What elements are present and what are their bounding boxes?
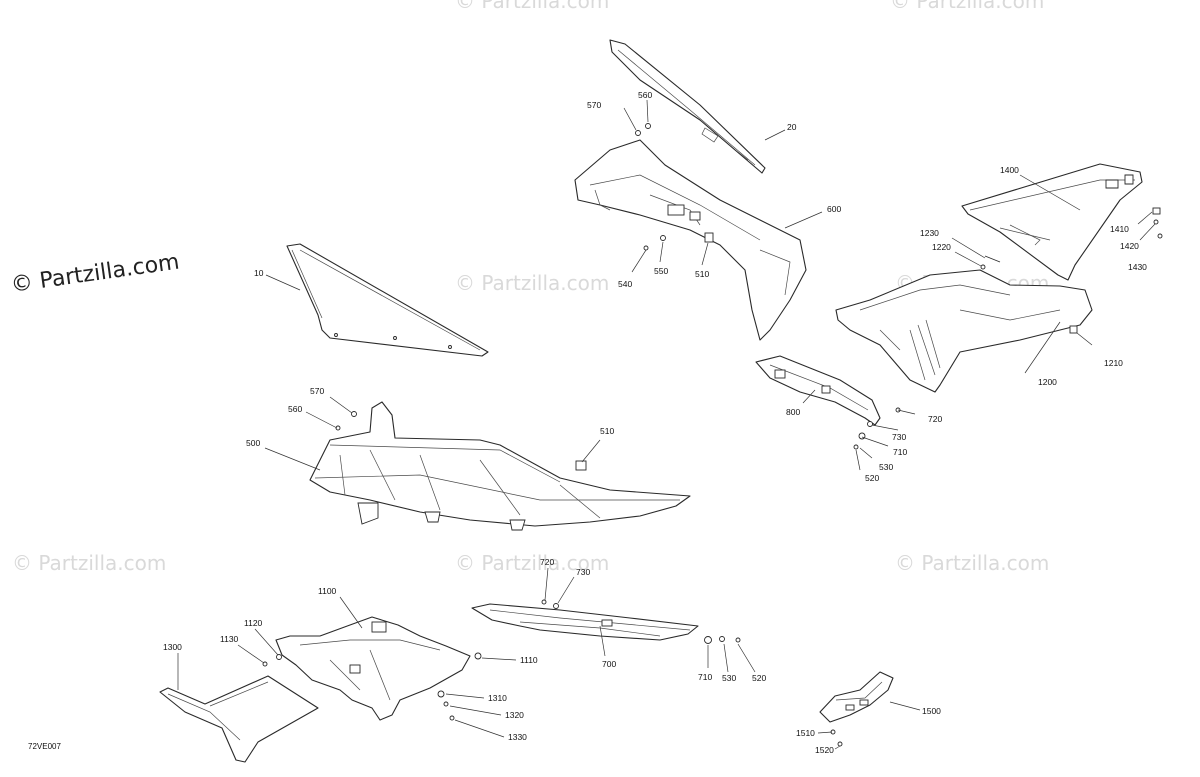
callout-labels: 20 560 570 600 540 550 510 10 1400 1230 … (163, 90, 1147, 755)
callout-520: 520 (752, 673, 766, 683)
callout-600: 600 (827, 204, 841, 214)
callout-1510: 1510 (796, 728, 815, 738)
callout-520: 520 (865, 473, 879, 483)
diagram-code: 72VE007 (28, 742, 61, 751)
callout-1110: 1110 (520, 655, 538, 665)
callout-1120: 1120 (244, 618, 263, 628)
callout-730: 730 (576, 567, 590, 577)
brand-label: © Partzilla.com (9, 250, 181, 298)
part-1300-lower-corner-panel (159, 675, 319, 763)
callout-570: 570 (310, 386, 324, 396)
callout-1210: 1210 (1104, 358, 1123, 368)
callout-700: 700 (602, 659, 616, 669)
watermark: © Partzilla.com (12, 551, 166, 575)
callout-530: 530 (879, 462, 893, 472)
callout-510: 510 (695, 269, 709, 279)
callout-20: 20 (787, 122, 797, 132)
part-700-lower-trim-panel (471, 603, 699, 641)
part-1200-rear-center-panel (835, 269, 1093, 393)
part-20-upper-trim (609, 39, 766, 174)
callout-1500: 1500 (922, 706, 941, 716)
callout-1520: 1520 (815, 745, 834, 755)
part-1100-lower-side-panel (275, 616, 471, 721)
callout-1230: 1230 (920, 228, 939, 238)
part-600-front-panel (574, 139, 807, 341)
callout-1220: 1220 (932, 242, 951, 252)
callout-730: 730 (892, 432, 906, 442)
watermark: © Partzilla.com (455, 271, 609, 295)
callout-1130: 1130 (220, 634, 239, 644)
callout-1330: 1330 (508, 732, 527, 742)
watermark: © Partzilla.com (890, 0, 1044, 13)
callout-720: 720 (540, 557, 554, 567)
watermark-layer: © Partzilla.com © Partzilla.com © Partzi… (12, 0, 1049, 575)
callout-550: 550 (654, 266, 668, 276)
callout-1430: 1430 (1128, 262, 1147, 272)
part-500-large-side-panel (309, 401, 691, 531)
callout-10: 10 (254, 268, 264, 278)
watermark: © Partzilla.com (895, 551, 1049, 575)
callout-800: 800 (786, 407, 800, 417)
part-510-clip (575, 460, 587, 471)
callout-1410: 1410 (1110, 224, 1129, 234)
callout-1310: 1310 (488, 693, 507, 703)
watermark: © Partzilla.com (455, 0, 609, 13)
callout-530: 530 (722, 673, 736, 683)
part-10-side-triangle-panel (286, 243, 489, 357)
part-1400-rear-panel (961, 163, 1143, 281)
callout-720: 720 (928, 414, 942, 424)
callout-510: 510 (600, 426, 614, 436)
callout-710: 710 (698, 672, 712, 682)
callout-1420: 1420 (1120, 241, 1139, 251)
callout-500: 500 (246, 438, 260, 448)
watermark: © Partzilla.com (455, 551, 609, 575)
part-1500-bracket (819, 671, 894, 723)
part-800-bracket-panel (755, 355, 881, 426)
callout-1320: 1320 (505, 710, 524, 720)
leader-lines (177, 99, 1156, 750)
callout-560: 560 (638, 90, 652, 100)
callout-560: 560 (288, 404, 302, 414)
callout-1100: 1100 (318, 586, 337, 596)
callout-1300: 1300 (163, 642, 182, 652)
callout-1200: 1200 (1038, 377, 1057, 387)
hardware-fasteners (262, 123, 1163, 747)
callout-1400: 1400 (1000, 165, 1019, 175)
callout-710: 710 (893, 447, 907, 457)
callout-540: 540 (618, 279, 632, 289)
callout-570: 570 (587, 100, 601, 110)
